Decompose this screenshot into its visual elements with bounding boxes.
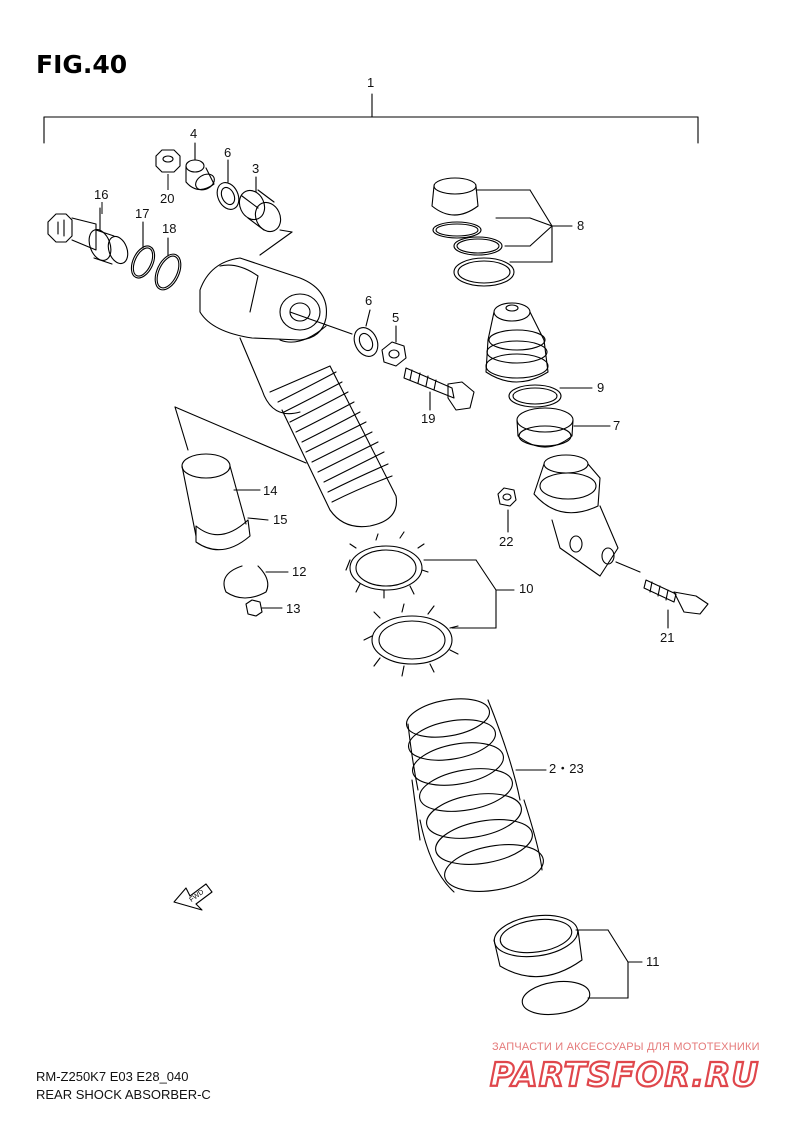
callout-9: 9 <box>597 380 605 395</box>
callout-17: 17 <box>135 206 150 221</box>
part-22-nut <box>497 487 517 533</box>
callout-6-upper: 6 <box>224 145 232 160</box>
part-8-rings <box>431 177 573 287</box>
damper-rod-assembly <box>485 302 549 383</box>
part-17-o-ring <box>130 221 156 279</box>
callout-18: 18 <box>162 221 177 236</box>
callout-2-23: 2・23 <box>549 761 584 776</box>
part-4-collar <box>185 142 215 191</box>
callout-4: 4 <box>190 126 198 141</box>
callout-10: 10 <box>519 581 534 596</box>
part-19-bolt <box>403 367 475 411</box>
hidden-line-a <box>174 406 307 464</box>
part-2-23-spring <box>405 698 547 893</box>
figure-caption: REAR SHOCK ABSORBER-C <box>36 1087 211 1102</box>
part-18-o-ring <box>154 237 182 291</box>
part-16-adjuster <box>47 207 129 265</box>
callout-14: 14 <box>263 483 278 498</box>
callout-5: 5 <box>392 310 400 325</box>
part-21-bolt <box>643 579 709 629</box>
hidden-line-b <box>174 406 189 451</box>
part-10-spring-adjusters <box>345 531 515 677</box>
callout-1: 1 <box>367 75 375 90</box>
callout-7: 7 <box>613 418 621 433</box>
callout-12: 12 <box>292 564 307 579</box>
callout-22: 22 <box>499 534 514 549</box>
callout-6-lower: 6 <box>365 293 373 308</box>
part-11-spring-seat <box>493 914 643 1016</box>
part-6-seal-lower <box>353 309 379 357</box>
fwd-arrow-icon <box>173 883 213 911</box>
part-15-cup <box>195 517 269 551</box>
callout-16: 16 <box>94 187 109 202</box>
shock-body <box>199 257 398 528</box>
callout-13: 13 <box>286 601 301 616</box>
callout-3: 3 <box>252 161 260 176</box>
callout-19: 19 <box>421 411 436 426</box>
part-20-nut <box>155 149 181 173</box>
part-9-clip <box>508 384 593 408</box>
part-6-seal-upper <box>216 159 240 210</box>
part-14-bump-rubber <box>181 453 261 537</box>
leader-3b <box>259 231 293 256</box>
lower-clevis <box>533 454 641 577</box>
callout-20: 20 <box>160 191 175 206</box>
part-3-bearing <box>238 176 282 233</box>
part-12-circlip <box>223 565 289 599</box>
callout-11: 11 <box>646 954 660 969</box>
figure-title: FIG.40 <box>36 50 128 79</box>
callout-21: 21 <box>660 630 675 645</box>
assembly-bracket <box>43 93 699 144</box>
part-7-seat <box>516 407 611 448</box>
watermark-tagline: ЗАПЧАСТИ И АКСЕССУАРЫ ДЛЯ МОТОТЕХНИКИ <box>492 1041 760 1053</box>
part-5-washer <box>381 325 407 367</box>
leader-3 <box>279 229 293 233</box>
callout-8: 8 <box>577 218 585 233</box>
model-code: RM-Z250K7 E03 E28_040 <box>36 1069 189 1084</box>
part-13-nut <box>245 599 283 617</box>
callout-15: 15 <box>273 512 288 527</box>
